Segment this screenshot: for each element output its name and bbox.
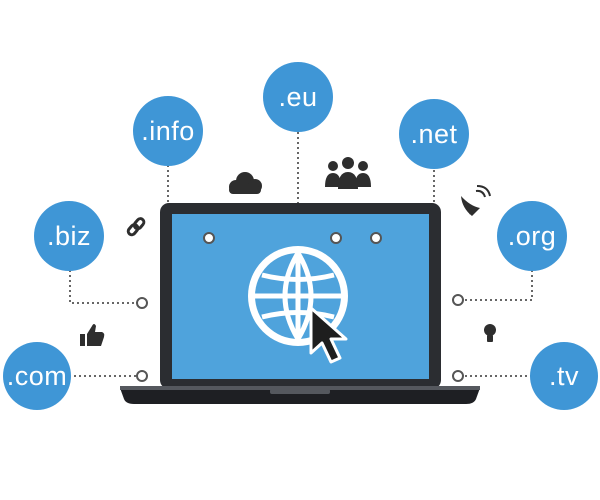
cursor-icon (309, 306, 348, 364)
satellite-dish-icon (461, 185, 491, 216)
domain-label-info: .info (141, 115, 195, 146)
cloud-icon (229, 172, 262, 194)
endpoint-eu-a (330, 232, 342, 244)
connector-info (167, 160, 210, 232)
domain-label-net: .net (410, 118, 458, 149)
thumbs-up-icon (80, 324, 105, 346)
domain-label-tv: .tv (548, 360, 579, 391)
domain-bubble-eu: .eu (263, 62, 333, 132)
connector-org (462, 270, 533, 301)
laptop-notch (270, 389, 330, 394)
domain-bubble-net: .net (399, 99, 469, 169)
domain-label-com: .com (6, 360, 68, 391)
endpoint-eu-b (370, 232, 382, 244)
domain-bubble-com: .com (3, 342, 71, 410)
connector-endpoints (136, 232, 464, 382)
lightbulb-icon (484, 324, 496, 342)
endpoint-org (452, 294, 464, 306)
domain-bubble-info: .info (133, 96, 203, 166)
domain-bubble-biz: .biz (34, 201, 104, 271)
users-icon (325, 157, 371, 189)
endpoint-com (136, 370, 148, 382)
laptop-base (120, 388, 480, 404)
domain-bubble-org: .org (497, 201, 567, 271)
domain-label-eu: .eu (278, 81, 318, 112)
endpoint-tv (452, 370, 464, 382)
domain-label-org: .org (507, 220, 557, 251)
endpoint-biz (136, 297, 148, 309)
endpoint-info (203, 232, 215, 244)
domain-bubble-tv: .tv (530, 342, 598, 410)
domain-label-biz: .biz (46, 220, 92, 251)
link-icon (126, 217, 146, 237)
connector-biz (69, 270, 138, 304)
laptop-base-highlight (120, 386, 480, 390)
